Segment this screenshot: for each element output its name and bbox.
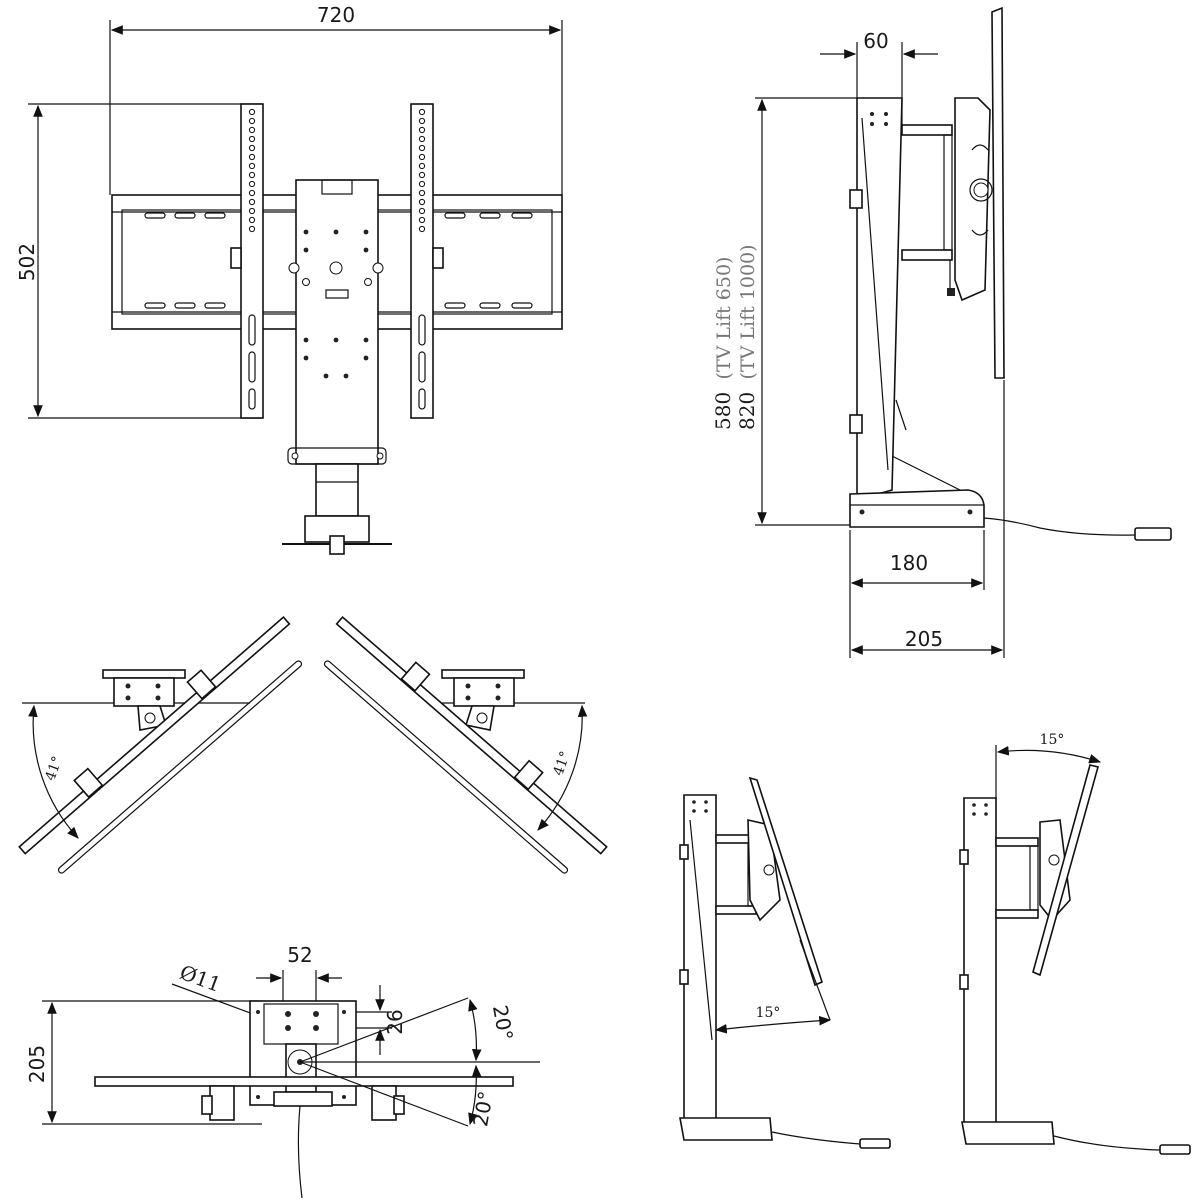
swivel-plate-right [335, 616, 608, 855]
bracket-offset-label: 60 [863, 29, 888, 53]
vesa-arm-left [240, 103, 264, 419]
top-crossbar [94, 1076, 514, 1087]
swivel-right-angle: 41° [550, 749, 574, 778]
hole-diameter-label: Ø11 [177, 960, 225, 997]
swivel-left-angle: 41° [42, 754, 66, 783]
height-1000-note: (TV Lift 1000) [737, 244, 759, 379]
side-column [856, 97, 903, 502]
vesa-arm-holes [248, 108, 426, 410]
base-depth-label: 180 [890, 551, 928, 575]
column-holes [288, 229, 384, 379]
tilt-forward-column [683, 794, 717, 1121]
hole-offset-label: 26 [383, 1009, 407, 1034]
tilt-backward-plate [1032, 764, 1099, 977]
height-650-label: 580 [711, 392, 735, 430]
tilt-plate [954, 97, 991, 302]
side-view: 60 580 (TV Lift 650) 820 (TV Lift 1000) [711, 6, 1172, 658]
svg-text:820 (TV Lift 1000): 820 (TV Lift 1000) [735, 244, 759, 430]
tilt-forward-plate [748, 776, 823, 987]
swivel-view-left: 41° [18, 616, 303, 874]
tilt-forward-angle: 15° [756, 1005, 781, 1021]
tv-mounting-plate [991, 6, 1005, 379]
front-width-label: 720 [317, 3, 355, 27]
hole-spacing-label: 52 [287, 943, 312, 967]
height-650-note: (TV Lift 650) [713, 257, 735, 380]
top-depth-label: 205 [25, 1045, 49, 1083]
svg-text:580 (TV Lift 650): 580 (TV Lift 650) [711, 257, 735, 430]
front-height-label: 502 [15, 243, 39, 281]
front-view: 720 502 [15, 3, 563, 555]
lift-column [295, 179, 379, 465]
crossbar-slots [144, 212, 533, 309]
total-depth-label: 205 [905, 627, 943, 651]
tilt-backward-column [963, 797, 997, 1125]
swivel-up-label: 20° [488, 1003, 518, 1042]
tilt-view-backward: 15° [959, 732, 1191, 1155]
side-base [849, 489, 985, 528]
top-view: 52 Ø11 26 205 [25, 943, 540, 1199]
lift-motor [315, 463, 359, 517]
height-1000-label: 820 [735, 392, 759, 430]
swivel-down-label: 20° [468, 1089, 498, 1128]
tilt-view-forward: 15° [679, 776, 891, 1149]
swivel-plate-left [18, 616, 291, 855]
tilt-backward-angle: 15° [1040, 732, 1065, 748]
vesa-arm-right [410, 103, 434, 419]
swivel-view-right: 41° [323, 616, 608, 874]
